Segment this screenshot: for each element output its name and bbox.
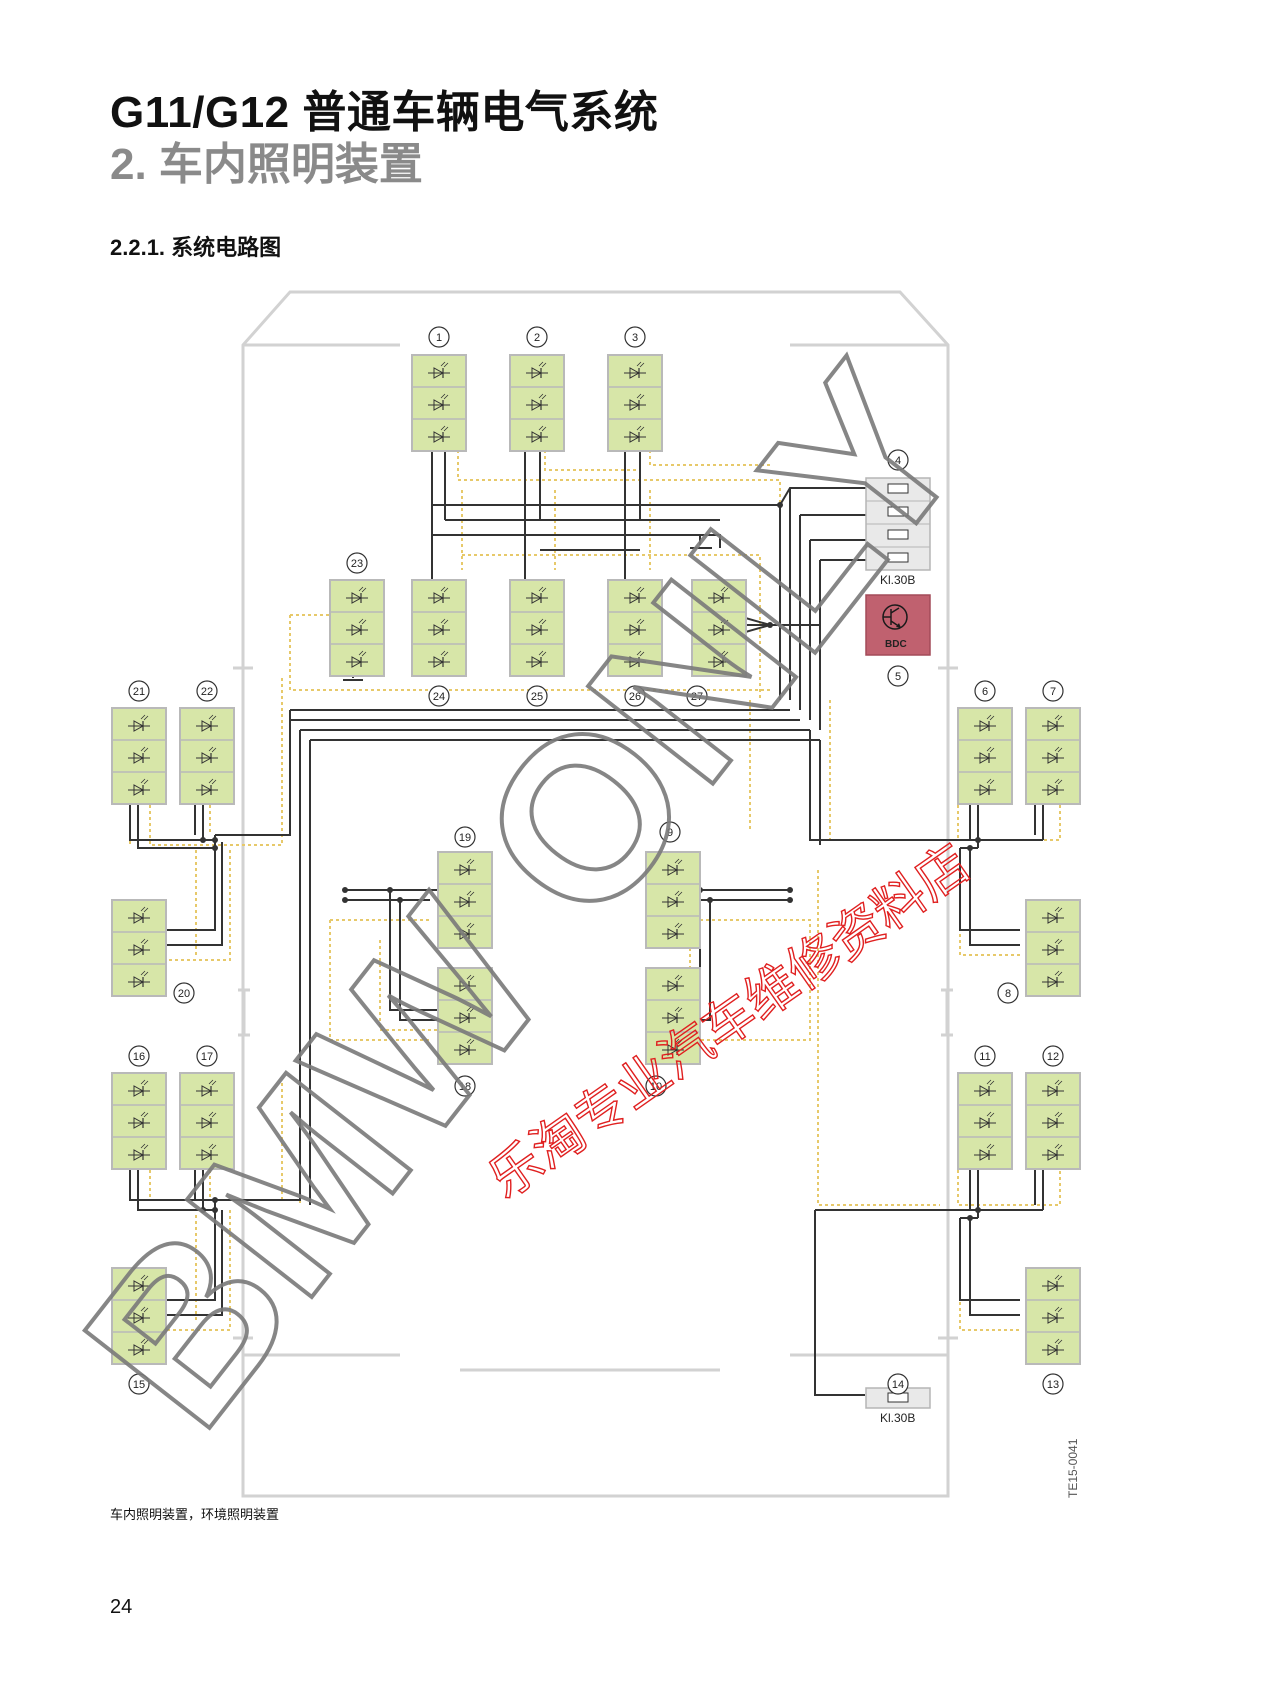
badge-number: 22 xyxy=(201,686,213,698)
led-module-10 xyxy=(645,967,701,1065)
number-badge-13: 13 xyxy=(1042,1373,1064,1395)
led-module-1 xyxy=(411,354,467,452)
led-module-12 xyxy=(1025,1072,1081,1170)
number-badge-5: 5 xyxy=(887,665,909,687)
fuse-top-label: Kl.30B xyxy=(880,573,915,587)
number-badge-8: 8 xyxy=(997,982,1019,1004)
page-subtitle: 2. 车内照明装置 xyxy=(110,140,423,189)
badge-number: 18 xyxy=(459,1081,471,1093)
badge-number: 17 xyxy=(201,1051,213,1063)
led-module-7 xyxy=(1025,707,1081,805)
number-badge-19: 19 xyxy=(454,826,476,848)
led-module-8 xyxy=(1025,899,1081,997)
section-heading: 2.2.1. 系统电路图 xyxy=(110,235,282,260)
badge-number: 24 xyxy=(433,691,445,703)
badge-number: 13 xyxy=(1047,1379,1059,1391)
number-badge-10: 10 xyxy=(645,1075,667,1097)
number-badge-14: 14 xyxy=(887,1373,909,1395)
number-badge-1: 1 xyxy=(428,326,450,348)
led-module-16 xyxy=(111,1072,167,1170)
led-module-22 xyxy=(179,707,235,805)
badge-number: 27 xyxy=(691,691,703,703)
badge-number: 16 xyxy=(133,1051,145,1063)
led-module-13 xyxy=(1025,1267,1081,1365)
led-module-26 xyxy=(607,579,663,677)
number-badge-7: 7 xyxy=(1042,680,1064,702)
number-badge-2: 2 xyxy=(526,326,548,348)
badge-number: 10 xyxy=(650,1081,662,1093)
main-wiring xyxy=(129,450,1044,1396)
led-modules xyxy=(111,354,1081,1365)
fuse-bottom-label: Kl.30B xyxy=(880,1411,915,1425)
bdc-label: BDC xyxy=(885,639,907,650)
led-module-27 xyxy=(691,579,747,677)
badge-number: 7 xyxy=(1050,686,1056,698)
number-badge-6: 6 xyxy=(974,680,996,702)
badge-number: 11 xyxy=(979,1051,990,1063)
badge-number: 1 xyxy=(436,332,442,344)
led-module-15 xyxy=(111,1267,167,1365)
badge-number: 25 xyxy=(531,691,543,703)
led-module-2 xyxy=(509,354,565,452)
led-module-17 xyxy=(179,1072,235,1170)
badge-number: 4 xyxy=(895,455,901,467)
page-title: G11/G12 普通车辆电气系统 xyxy=(110,88,659,137)
dashed-wiring xyxy=(129,450,1061,1331)
number-badge-20: 20 xyxy=(173,982,195,1004)
badge-number: 15 xyxy=(133,1379,145,1391)
led-module-20 xyxy=(111,899,167,997)
badge-number: 3 xyxy=(632,332,638,344)
number-badge-9: 9 xyxy=(659,821,681,843)
number-badge-12: 12 xyxy=(1042,1045,1064,1067)
number-badge-18: 18 xyxy=(454,1075,476,1097)
number-badge-17: 17 xyxy=(196,1045,218,1067)
led-module-11 xyxy=(957,1072,1013,1170)
led-module-6 xyxy=(957,707,1013,805)
led-module-21 xyxy=(111,707,167,805)
fuse-block-bottom: Kl.30B xyxy=(865,1387,931,1425)
badge-number: 20 xyxy=(178,988,190,1000)
badge-number: 5 xyxy=(895,671,901,683)
badge-number: 8 xyxy=(1005,988,1011,1000)
badge-number: 9 xyxy=(667,827,673,839)
number-badge-24: 24 xyxy=(428,685,450,707)
number-badge-25: 25 xyxy=(526,685,548,707)
number-badge-11: 11 xyxy=(974,1045,996,1067)
led-module-23 xyxy=(329,579,385,677)
page-number: 24 xyxy=(110,1596,133,1618)
badge-number: 12 xyxy=(1047,1051,1059,1063)
badge-number: 2 xyxy=(534,332,540,344)
led-module-9 xyxy=(645,851,701,949)
led-module-24 xyxy=(411,579,467,677)
car-outline xyxy=(233,290,958,1498)
figure-code: TE15-0041 xyxy=(1066,1438,1080,1498)
number-badge-22: 22 xyxy=(196,680,218,702)
number-badge-15: 15 xyxy=(128,1373,150,1395)
number-badge-4: 4 xyxy=(887,449,909,471)
badge-number: 6 xyxy=(982,686,988,698)
led-module-19 xyxy=(437,851,493,949)
number-badge-21: 21 xyxy=(128,680,150,702)
number-badge-3: 3 xyxy=(624,326,646,348)
badge-number: 26 xyxy=(629,691,641,703)
badge-number: 14 xyxy=(892,1379,904,1391)
badge-number: 21 xyxy=(133,686,145,698)
badge-number: 23 xyxy=(351,558,363,570)
bdc-module: BDC xyxy=(865,594,931,656)
led-module-25 xyxy=(509,579,565,677)
junction-dots xyxy=(200,502,981,1221)
badge-number: 19 xyxy=(459,832,471,844)
number-badge-23: 23 xyxy=(346,552,368,574)
figure-caption: 车内照明装置，环境照明装置 xyxy=(110,1507,280,1522)
number-badge-16: 16 xyxy=(128,1045,150,1067)
fuse-block-top: Kl.30B xyxy=(865,477,931,587)
number-badge-27: 27 xyxy=(686,685,708,707)
number-badge-26: 26 xyxy=(624,685,646,707)
led-module-3 xyxy=(607,354,663,452)
led-module-18 xyxy=(437,967,493,1065)
